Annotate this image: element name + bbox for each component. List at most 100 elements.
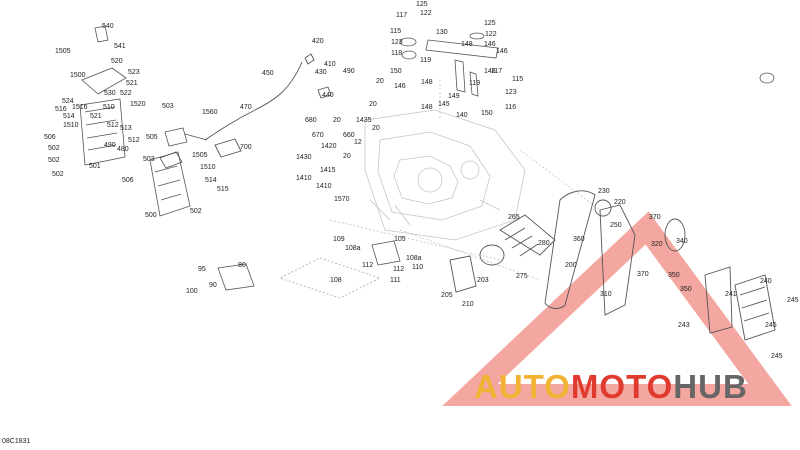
part-label: 250: [610, 222, 622, 229]
part-label: 148: [484, 68, 496, 75]
part-label: 210: [462, 301, 474, 308]
watermark-part2: MOTO: [570, 368, 674, 405]
part-label: 680: [305, 117, 317, 124]
part-label: 108a: [406, 255, 422, 262]
part-label: 140: [456, 112, 468, 119]
part-label: 490: [104, 142, 116, 149]
part-label: 116: [505, 104, 517, 111]
part-label: 146: [484, 41, 496, 48]
part-label: 514: [205, 177, 217, 184]
part-label: 521: [90, 113, 102, 120]
part-label: 1505: [192, 152, 208, 159]
part-label: 450: [262, 70, 274, 77]
part-label: 112: [393, 266, 405, 273]
part-label: 243: [678, 322, 690, 329]
part-label: 150: [390, 68, 402, 75]
part-label: 108a: [345, 245, 361, 252]
part-label: 205: [441, 292, 453, 299]
part-label: 115: [512, 76, 524, 83]
part-label: 502: [190, 208, 202, 215]
part-label: 110: [412, 264, 424, 271]
part-label: 109: [333, 236, 345, 243]
part-label: 112: [362, 262, 374, 269]
part-label: 280: [538, 240, 550, 247]
part-label: 506: [44, 134, 56, 141]
part-label: 108: [330, 277, 342, 284]
lower-small-parts: [217, 240, 401, 299]
part-label: 505: [146, 134, 158, 141]
part-label: 502: [48, 157, 60, 164]
part-label: 123: [505, 89, 517, 96]
part-label: 130: [436, 29, 448, 36]
part-label: 370: [649, 214, 661, 221]
part-label: 360: [573, 236, 585, 243]
part-label: 503: [162, 103, 174, 110]
part-label: 1500: [70, 72, 86, 79]
part-label: 430: [315, 69, 327, 76]
part-label: 410: [324, 61, 336, 68]
part-label: 1410: [296, 175, 312, 182]
part-label: 480: [117, 146, 129, 153]
leader-lines: [329, 80, 601, 281]
part-label: 512: [107, 122, 119, 129]
part-label: 515: [217, 186, 229, 193]
part-label: 148: [461, 41, 473, 48]
part-label: 670: [312, 132, 324, 139]
part-label: 1570: [334, 196, 350, 203]
part-label: 510: [103, 104, 115, 111]
watermark-part1: AUTO: [474, 368, 571, 405]
part-label: 105: [394, 236, 406, 243]
part-label: 20: [343, 153, 351, 160]
part-label: 12: [354, 139, 362, 146]
part-label: 240: [760, 278, 772, 285]
part-label: 20: [376, 78, 384, 85]
part-label: 122: [420, 10, 432, 17]
left-plate-assembly: [79, 25, 191, 217]
part-label: 320: [651, 241, 663, 248]
part-label: 502: [52, 171, 64, 178]
diagram-code: 08C1831: [2, 438, 31, 445]
part-label: 100: [186, 288, 198, 295]
part-label: 90: [209, 282, 217, 289]
part-label: 245: [765, 322, 777, 329]
part-label: 660: [343, 132, 355, 139]
part-label: 275: [516, 273, 528, 280]
part-label: 80: [238, 262, 246, 269]
part-label: 241: [725, 291, 737, 298]
part-label: 125: [484, 20, 496, 27]
part-label: 150: [481, 110, 493, 117]
part-label: 118: [391, 50, 403, 57]
part-label: 522: [120, 90, 132, 97]
watermark-part3: HUB: [673, 368, 748, 405]
part-label: 245: [771, 353, 783, 360]
part-label: 245: [787, 297, 799, 304]
part-label: 1430: [296, 154, 312, 161]
part-label: 470: [240, 104, 252, 111]
top-mount-rail: [399, 32, 775, 97]
throttle-cable: [184, 53, 332, 158]
part-label: 148: [421, 104, 433, 111]
part-label: 122: [485, 31, 497, 38]
part-label: 200: [565, 262, 577, 269]
part-label: 265: [508, 214, 520, 221]
part-label: 145: [438, 101, 450, 108]
part-label: 490: [343, 68, 355, 75]
engine-block: [364, 109, 526, 241]
part-label: 119: [469, 80, 481, 87]
part-label: 521: [126, 80, 138, 87]
part-label: 506: [122, 177, 134, 184]
part-label: 502: [48, 145, 60, 152]
part-label: 146: [496, 48, 508, 55]
part-label: 230: [598, 188, 610, 195]
part-label: 119: [420, 57, 432, 64]
part-label: 700: [240, 144, 252, 151]
part-label: 1510: [63, 122, 79, 129]
part-label: 310: [600, 291, 612, 298]
part-label: 149: [448, 93, 460, 100]
part-label: 512: [128, 137, 140, 144]
part-label: 520: [111, 58, 123, 65]
part-label: 1410: [316, 183, 332, 190]
part-label: 530: [104, 90, 116, 97]
